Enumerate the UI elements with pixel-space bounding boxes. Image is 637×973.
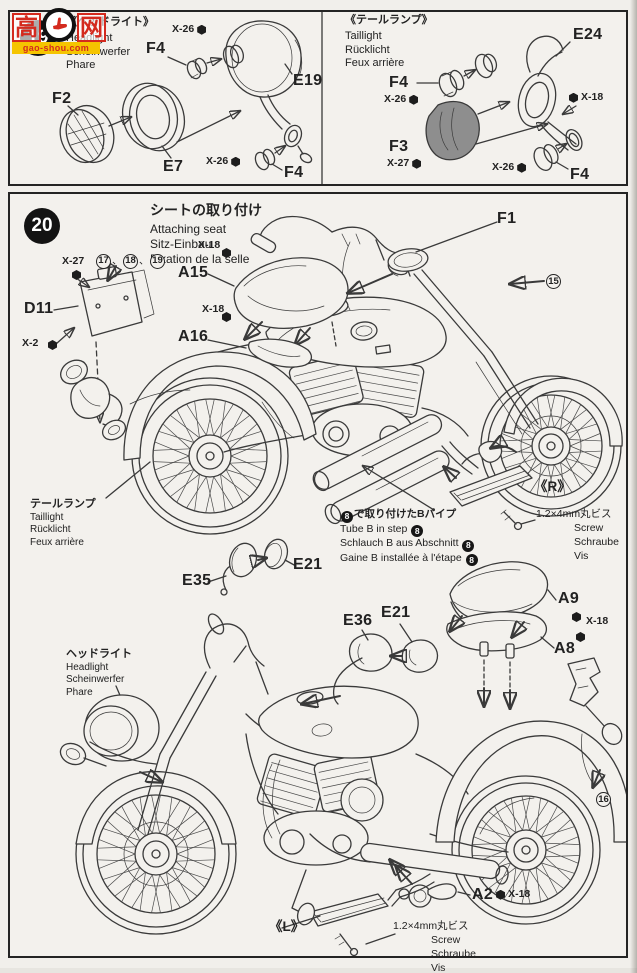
paint-dot <box>517 162 527 173</box>
paint-x26-top: X-26 <box>172 23 209 36</box>
paint-dot <box>197 24 207 35</box>
paint-dot <box>72 270 81 280</box>
paint-dot <box>231 156 241 167</box>
taillight-title-jp: 《テールランプ》 <box>345 14 433 26</box>
label-a9: A9 <box>558 590 580 607</box>
step-20-badge: 20 <box>24 208 60 244</box>
headlight-art <box>59 20 313 171</box>
scan-edge-shadow <box>630 0 637 973</box>
paint-x18: X-18 <box>566 91 603 104</box>
circled-16: 16 <box>596 792 611 807</box>
paint-x2-label: X-2 <box>22 337 39 349</box>
label-f1: F1 <box>497 210 517 227</box>
label-e21-2: E21 <box>381 604 411 621</box>
label-e21-1: E21 <box>293 556 323 573</box>
scan-bottom-shadow <box>0 968 637 973</box>
label-f4-top: F4 <box>146 40 166 57</box>
screw-note-r: 1.2×4mm丸ビス Screw Schraube Vis <box>536 508 619 562</box>
paint-dot <box>222 312 231 322</box>
watermark-char-right: 网 <box>77 13 106 42</box>
paint-dot <box>496 889 506 900</box>
paint-x27-label: X-27 <box>62 255 85 267</box>
taillight-note-leader <box>105 461 151 499</box>
taillight-title-block: 《テールランプ》 Taillight Rücklicht Feux arrièr… <box>345 14 433 70</box>
paint-dot <box>569 92 578 103</box>
step20-title-jp: シートの取り付け <box>150 202 262 218</box>
label-a8: A8 <box>554 640 576 657</box>
paint-x18-a9: X-18 <box>586 615 609 627</box>
label-e24: E24 <box>573 26 603 43</box>
paint-dot <box>48 340 57 350</box>
paint-x26-b: X-26 <box>492 161 529 174</box>
step20-diagram <box>53 215 626 956</box>
circled-15: 15 <box>546 274 561 289</box>
label-d11: D11 <box>24 300 54 317</box>
label-e7: E7 <box>163 158 184 175</box>
label-f4t: F4 <box>389 74 409 91</box>
seat-a15-a16 <box>207 257 349 368</box>
footpeg-l <box>281 873 435 956</box>
bracket-16 <box>581 705 623 787</box>
label-e36: E36 <box>343 612 373 629</box>
step20-panel: 20 シートの取り付け Attaching seat Sitz-Einbau F… <box>8 192 628 973</box>
headlight-note: ヘッドライト Headlight Scheinwerfer Phare <box>66 648 132 698</box>
watermark-site: gao-shou.com <box>12 42 100 54</box>
circled-numbers-17-18-19: 17、18、19 <box>96 254 165 269</box>
left-side-mark: 《L》 <box>269 919 305 934</box>
label-a16: A16 <box>178 328 209 345</box>
footpeg-r <box>363 442 536 531</box>
paint-dot <box>412 158 422 169</box>
f1-cap <box>348 221 545 293</box>
seat-a9-a8 <box>446 561 601 708</box>
step19-panel: 19 高 网 gao-shou.com 《ヘッドライト》 Headlight S… <box>8 8 628 186</box>
paint-dot <box>576 632 585 642</box>
right-side-mark: 《R》 <box>534 479 571 494</box>
screw-note-l: 1.2×4mm丸ビス Screw Schraube Vis <box>393 920 476 973</box>
bike1-exhaust <box>312 414 450 525</box>
paint-dot <box>572 612 581 622</box>
paint-x27: X-27 <box>387 157 424 170</box>
label-e19: E19 <box>293 72 323 89</box>
paint-dot <box>222 248 231 258</box>
taillight-art <box>416 35 583 171</box>
paint-x18-a15: X-18 <box>198 239 221 251</box>
mirrors-e35-e21 <box>207 538 297 596</box>
label-f2: F2 <box>52 90 72 107</box>
label-a15: A15 <box>178 264 209 281</box>
label-f4b: F4 <box>570 166 590 183</box>
bike1-rear-assembly <box>53 266 191 441</box>
step19-diagram <box>59 12 583 184</box>
mirrors-e36-e21 <box>302 623 439 704</box>
step20-title-block: シートの取り付け Attaching seat Sitz-Einbau Fixa… <box>150 202 262 266</box>
paint-x18-a16: X-18 <box>202 303 225 315</box>
label-e35: E35 <box>182 572 212 589</box>
paint-x26-bottom: X-26 <box>206 155 243 168</box>
bike2-fenders <box>75 720 626 845</box>
watermark: 高 网 gao-shou.com <box>12 8 120 54</box>
label-f3: F3 <box>389 138 409 155</box>
watermark-char-left: 高 <box>12 13 41 42</box>
paint-dot <box>409 94 419 105</box>
bike2-engine <box>256 752 509 913</box>
a2-lever <box>390 860 471 908</box>
label-f4-bottom: F4 <box>284 164 304 181</box>
thumb-logo-icon <box>42 8 76 47</box>
bike1-fenders <box>123 351 623 461</box>
paint-x26-t: X-26 <box>384 93 421 106</box>
bike2-body <box>59 613 531 859</box>
taillight-note: テールランプ Taillight Rücklicht Feux arrière <box>30 498 96 548</box>
